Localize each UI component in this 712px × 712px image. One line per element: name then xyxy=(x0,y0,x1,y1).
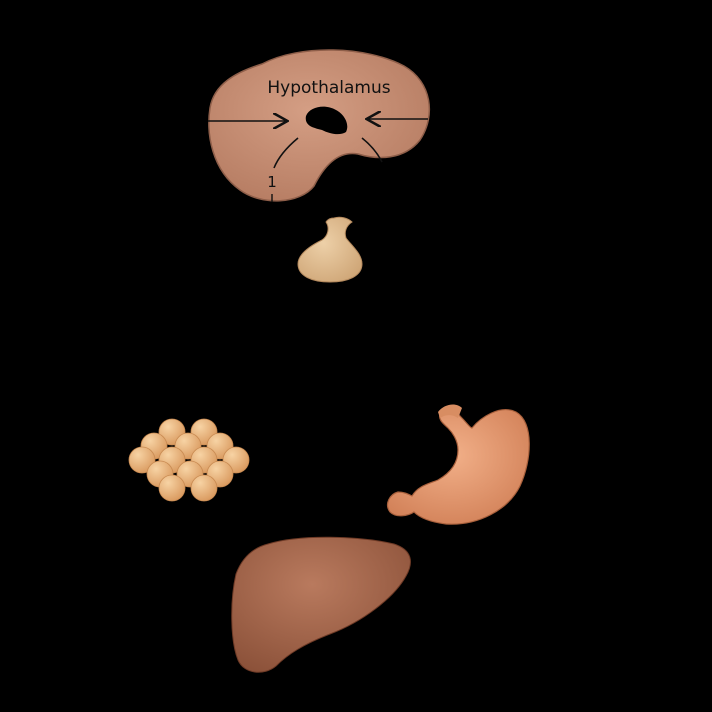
adipose-tissue-icon xyxy=(128,418,250,502)
pathway-1-label: 1 xyxy=(267,173,277,191)
pituitary-gland-icon xyxy=(297,216,363,283)
fat-cell xyxy=(190,474,218,502)
pathway-1-curve xyxy=(273,137,299,169)
esophagus xyxy=(438,404,462,418)
fat-cell xyxy=(158,474,186,502)
liver-icon xyxy=(231,536,411,673)
fat-cell xyxy=(128,446,156,474)
hypothalamus-label: Hypothalamus xyxy=(267,78,390,98)
hypothalamus-icon xyxy=(208,49,431,202)
hypothalamus-nucleus xyxy=(305,106,348,135)
pathway-curve-right xyxy=(361,137,383,163)
stomach-icon xyxy=(386,404,530,525)
